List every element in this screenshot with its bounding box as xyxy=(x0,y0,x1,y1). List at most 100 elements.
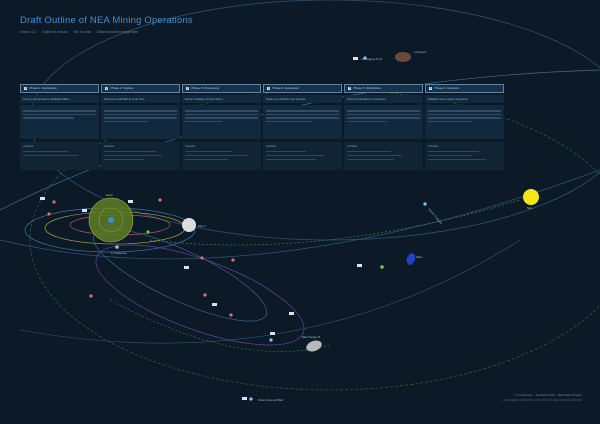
phase-activities: Activities xyxy=(344,142,423,170)
moon-icon[interactable] xyxy=(182,218,196,232)
nav-markers xyxy=(115,56,427,401)
waypoint-marker[interactable] xyxy=(200,256,204,260)
activities-label: Activities xyxy=(428,145,439,148)
earth-label: Earth xyxy=(106,193,114,197)
phase-subtitle: Extract volatiles at lunar depot xyxy=(182,95,261,103)
phase-title: Phase 3: Processing xyxy=(191,86,219,90)
waypoint-marker[interactable] xyxy=(231,258,235,262)
phase-activities: Activities xyxy=(101,142,180,170)
l1-label: L1 Gateway xyxy=(111,251,128,255)
mars-icon[interactable] xyxy=(405,252,417,266)
phase-title: Phase 1: Exploration xyxy=(29,86,58,90)
phase-subtitle: Establish deep space waypoints xyxy=(425,95,504,103)
l2-label: L2 Depot xyxy=(414,50,426,54)
moon-label: Moon xyxy=(198,224,206,228)
nav-marker[interactable] xyxy=(269,338,273,342)
nav-marker[interactable] xyxy=(249,397,253,401)
phase-body xyxy=(263,105,342,139)
earth-halo-inner xyxy=(98,207,124,233)
subtitle-scale: Not to scale xyxy=(74,30,91,34)
tag-box[interactable] xyxy=(353,57,358,60)
phase-number: 6 xyxy=(429,86,433,90)
transfer-arc-long xyxy=(19,239,521,344)
phase-subtitle: Scale up extraction and storage xyxy=(263,95,342,103)
tag-box[interactable] xyxy=(357,264,362,267)
tag-box[interactable] xyxy=(289,312,294,315)
earth-orbit-4 xyxy=(95,244,305,346)
waypoint-marker[interactable] xyxy=(89,294,93,298)
waypoint-marker[interactable] xyxy=(229,313,233,317)
tag-box[interactable] xyxy=(242,397,247,400)
sun-icon[interactable] xyxy=(523,189,539,205)
phase-body xyxy=(344,105,423,139)
phase-subtitle: Deliver propellant to customers xyxy=(344,95,423,103)
phase-title: Phase 4: Expansion xyxy=(272,86,300,90)
activities-label: Activities xyxy=(104,145,115,148)
transfer-arc-green xyxy=(149,199,521,246)
nav-marker[interactable] xyxy=(423,202,427,206)
asteroid-b-label: NEA Target B xyxy=(302,335,320,339)
activities-label: Activities xyxy=(266,145,277,148)
phase-activities: Activities xyxy=(20,142,99,170)
tag-box[interactable] xyxy=(184,266,189,269)
nav-marker[interactable] xyxy=(363,56,367,60)
tag-box[interactable] xyxy=(40,197,45,200)
phase-number: 2 xyxy=(105,86,109,90)
phase-number: 5 xyxy=(348,86,352,90)
activities-label: Activities xyxy=(185,145,196,148)
waypoint-markers xyxy=(47,198,235,317)
waypoint-marker[interactable] xyxy=(52,200,56,204)
sun-label: Sun xyxy=(527,206,533,210)
transfer-arc-bottom xyxy=(109,299,331,352)
helio-orbit-dashed xyxy=(29,89,600,391)
tag-box[interactable] xyxy=(128,200,133,203)
tag-box[interactable] xyxy=(82,209,87,212)
waypoint-marker[interactable] xyxy=(47,212,51,216)
page-title: Draft Outline of NEA Mining Operations xyxy=(20,15,193,26)
asteroid-b-icon[interactable] xyxy=(305,339,323,354)
phase-title: Phase 2: Capture xyxy=(110,86,134,90)
waypoint-marker[interactable] xyxy=(158,198,162,202)
tag-box[interactable] xyxy=(270,332,275,335)
mars-label: Mars xyxy=(416,255,423,259)
license-line: LICENSED FOR APPLICATIONS BY NEA MINING … xyxy=(502,398,582,402)
credit-block: © Jon Holmes · 16 March 2015 · ESA Rider… xyxy=(502,393,582,403)
activities-label: Activities xyxy=(347,145,358,148)
nav-marker[interactable] xyxy=(115,245,119,249)
waypoint-marker[interactable] xyxy=(203,293,207,297)
phase-activities: Activities xyxy=(182,142,261,170)
phase-number: 1 xyxy=(24,86,28,90)
subtitle-version: Version 1.3 xyxy=(20,30,36,34)
activities-label: Activities xyxy=(23,145,34,148)
phase-subtitle: Survey and prospect candidate NEAs xyxy=(20,95,99,103)
phase-body xyxy=(101,105,180,139)
green-marker[interactable] xyxy=(380,265,384,269)
credit-line: © Jon Holmes · 16 March 2015 · ESA Rider… xyxy=(513,393,582,397)
transfer-arc-lower xyxy=(0,169,600,260)
phase-activities: Activities xyxy=(425,142,504,170)
asteroid-a-icon[interactable] xyxy=(395,52,411,62)
phase-body xyxy=(182,105,261,139)
tag-box[interactable] xyxy=(212,303,217,306)
bottom-label: Outer Asteroid Belt xyxy=(258,398,283,402)
earth-icon[interactable] xyxy=(108,217,114,223)
phase-title: Phase 5: Distribution xyxy=(353,86,382,90)
phase-number: 4 xyxy=(267,86,271,90)
phase-title: Phase 6: Outposts xyxy=(434,86,460,90)
tags xyxy=(40,57,362,400)
green-marker[interactable] xyxy=(146,230,150,234)
phase-activities: Activities xyxy=(263,142,342,170)
subtitle-distance: Distances/orbits exaggerated xyxy=(96,30,139,34)
